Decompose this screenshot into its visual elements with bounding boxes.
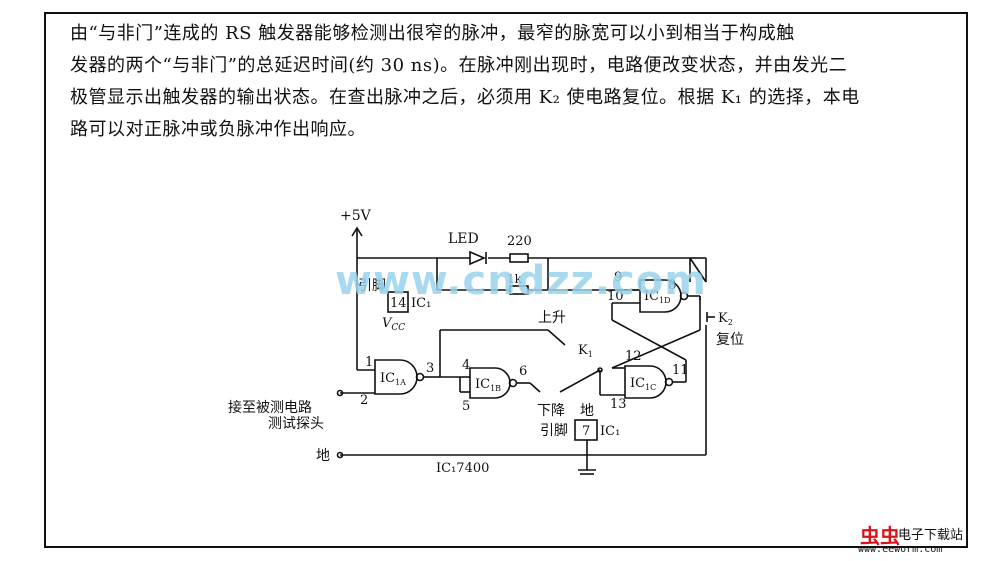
pin-label: 8 (668, 278, 676, 293)
logo-url: www.eeworm.com (858, 544, 943, 555)
probe-label-line2: 测试探头 (268, 416, 324, 432)
vcc-ic-label: IC₁ (411, 296, 431, 311)
fall-label: 下降 (537, 403, 565, 419)
logo-brand: 虫虫 (860, 524, 900, 548)
pin-label: 11 (672, 363, 689, 378)
gate-1a-label: IC1A (380, 371, 406, 387)
pin-label: 6 (519, 364, 527, 379)
r2-label: 1k (507, 272, 523, 286)
pin-label: 4 (462, 358, 470, 373)
pin-label: 1 (365, 355, 373, 370)
rise-label: 上升 (538, 310, 566, 326)
pin-label: 3 (426, 361, 434, 376)
r1-label: 220 (507, 234, 532, 249)
description-line: 极管显示出触发器的输出状态。在查出脉冲之后，必须用 K₂ 使电路复位。根据 K₁… (70, 87, 860, 108)
site-logo[interactable]: 虫虫 电子下载站 www.eeworm.com (838, 514, 988, 558)
pin-label: 12 (625, 349, 642, 364)
watermark: www.cndzz.com (335, 258, 707, 304)
gnd-pin-number: 7 (582, 424, 590, 439)
supply-label: +5V (340, 208, 372, 224)
pin-label: 5 (462, 399, 470, 414)
gate-1d-label: IC1D (644, 289, 671, 305)
vcc-pin-label: 引脚 (358, 278, 386, 294)
vcc-pin-number: 14 (390, 296, 407, 311)
logo-site-name: 电子下载站 (898, 528, 964, 543)
description-line: 发器的两个“与非门”的总延迟时间(约 30 ns)。在脉冲刚出现时，电路便改变状… (70, 55, 848, 76)
k2-label: K2 (718, 311, 733, 327)
led-label: LED (448, 231, 479, 247)
pin-label: 13 (610, 397, 627, 412)
description-paragraph: 由“与非门”连成的 RS 触发器能够检测出很窄的脉冲，最窄的脉宽可以小到相当于构… (70, 18, 950, 146)
pin-label: 2 (360, 393, 368, 408)
ground-terminal-label: 地 (316, 448, 330, 464)
diagram-frame (44, 12, 968, 548)
k1-label: K1 (578, 343, 593, 359)
ic-type-label: IC₁7400 (436, 461, 489, 476)
gate-1c-label: IC1C (630, 376, 656, 392)
vcc-label: VCC (382, 316, 405, 333)
gnd-ic-label: IC₁ (600, 424, 620, 439)
pin-label: 9 (614, 270, 622, 285)
probe-label-line1: 接至被测电路 (228, 399, 312, 416)
pin-label: 10 (607, 289, 624, 304)
ground-word-label: 地 (580, 403, 594, 419)
reset-label: 复位 (716, 331, 744, 348)
description-line: 由“与非门”连成的 RS 触发器能够检测出很窄的脉冲，最窄的脉宽可以小到相当于构… (70, 23, 795, 44)
gnd-pin-label: 引脚 (540, 423, 568, 439)
description-line: 路可以对正脉冲或负脉冲作出响应。 (70, 119, 366, 140)
gate-1b-label: IC1B (475, 377, 501, 393)
